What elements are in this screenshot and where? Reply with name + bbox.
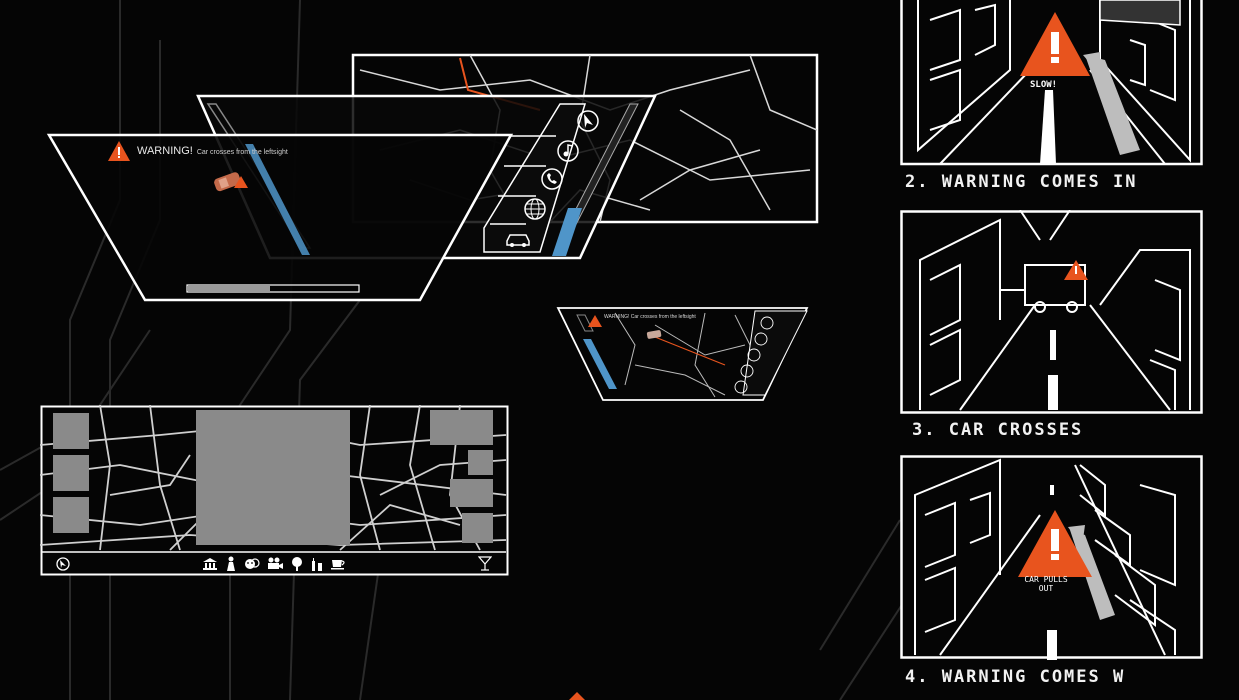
tree-icon[interactable] [290,556,304,572]
warning-title: WARNING! [137,145,193,157]
navigation-icon[interactable] [575,108,601,134]
storyboard-caption-3: 3. CAR CROSSES [912,420,1084,440]
car-pulls-out-sign-text: CAR PULLS OUT [1024,575,1068,593]
poi-map-screen [40,405,509,576]
storyboard-caption-2: 2. WARNING COMES IN [905,172,1138,192]
drink-icon[interactable] [310,556,324,572]
storyboard-panel-2 [900,0,1203,166]
poi-bar-navigation-icon[interactable] [55,556,71,572]
phone-icon[interactable] [539,166,565,192]
cocktail-icon[interactable] [478,555,492,573]
warning-detail: Car crosses from the leftsight [196,149,288,156]
hud-sidebar [483,103,587,253]
sidebar-highlight-bar [552,208,582,256]
person-icon[interactable] [225,556,237,572]
partial-warning-triangle-icon [569,692,585,700]
mini-warning-message: WARNING! Car crosses from the leftsight [604,314,696,320]
warning-triangle-icon [108,141,130,161]
warning-message: WARNING!Car crosses from the leftsight [137,145,288,157]
storyboard-caption-4: 4. WARNING COMES W [905,667,1126,687]
museum-icon[interactable] [202,557,218,571]
mini-hud [556,307,809,401]
music-icon[interactable] [555,138,581,164]
coffee-icon[interactable] [330,557,348,571]
hud-layer-front [46,133,514,302]
car-icon[interactable] [503,228,533,248]
theater-icon[interactable] [244,557,260,571]
storyboard-panel-3 [900,210,1203,414]
globe-icon[interactable] [522,196,548,222]
camera-icon[interactable] [266,557,284,571]
slow-sign-text: SLOW! [1030,80,1058,90]
storyboard-panel-4 [900,455,1203,660]
